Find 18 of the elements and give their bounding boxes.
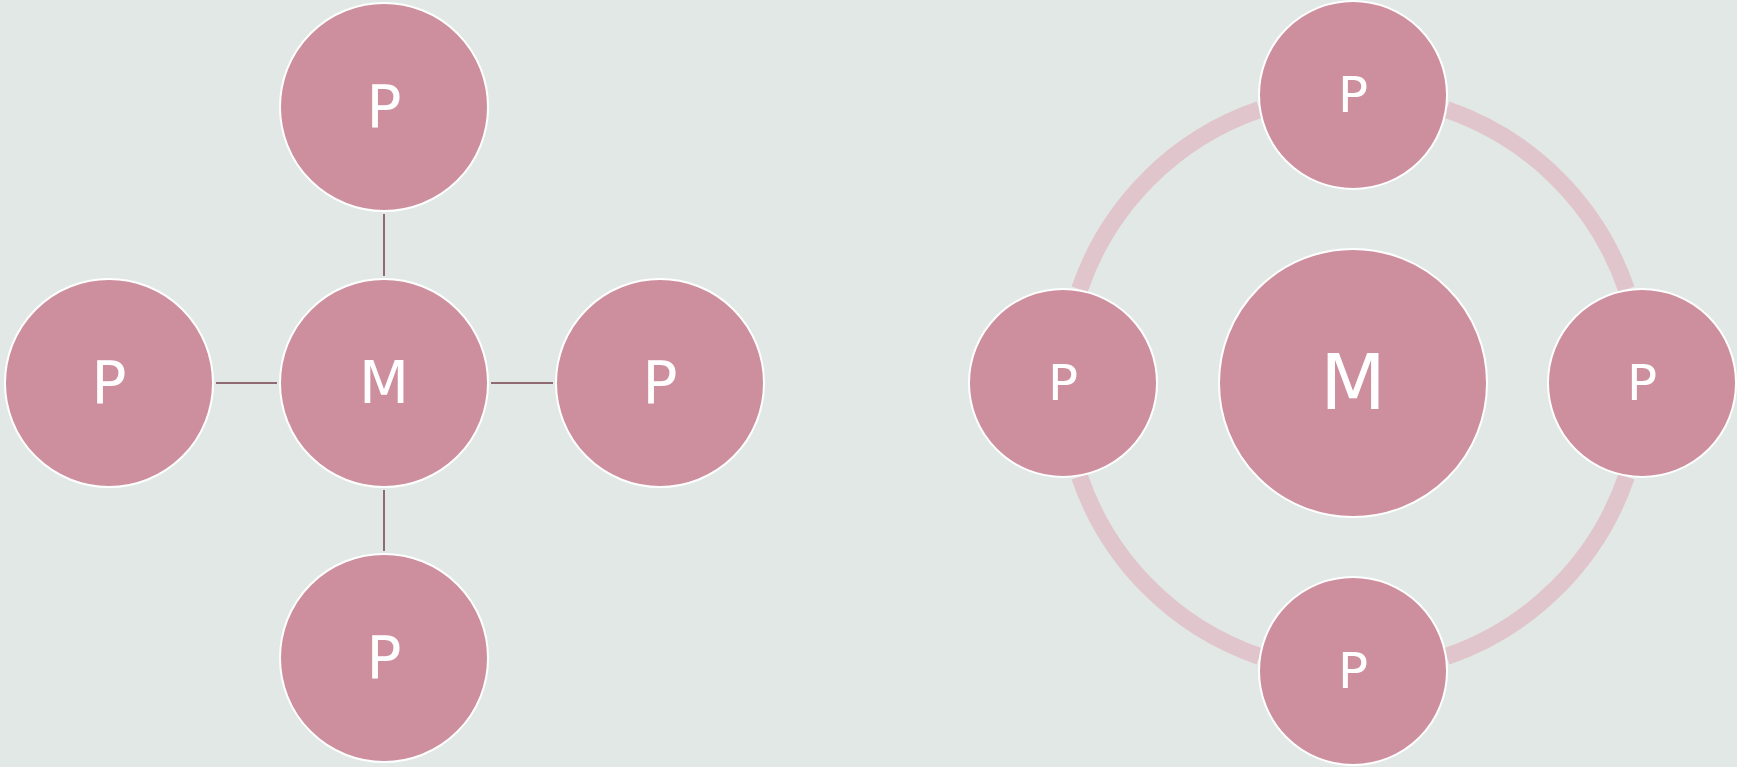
ring-arc bbox=[1443, 101, 1635, 293]
connector-line bbox=[383, 489, 385, 552]
node-label: M bbox=[1320, 345, 1386, 421]
ring-arc bbox=[1071, 473, 1263, 665]
node-label: P bbox=[1626, 358, 1658, 408]
ring-arc bbox=[1071, 101, 1263, 293]
connector-line bbox=[383, 213, 385, 277]
ring-arc bbox=[1443, 473, 1635, 665]
node-label: P bbox=[1337, 646, 1369, 696]
node-label: P bbox=[1047, 358, 1079, 408]
node-label: P bbox=[91, 354, 127, 412]
node-label: P bbox=[642, 354, 678, 412]
node-label: P bbox=[1337, 70, 1369, 120]
node-label: P bbox=[366, 78, 402, 136]
connector-line bbox=[215, 382, 278, 384]
node-label: M bbox=[358, 354, 409, 412]
node-label: P bbox=[366, 629, 402, 687]
connector-line bbox=[490, 382, 554, 384]
